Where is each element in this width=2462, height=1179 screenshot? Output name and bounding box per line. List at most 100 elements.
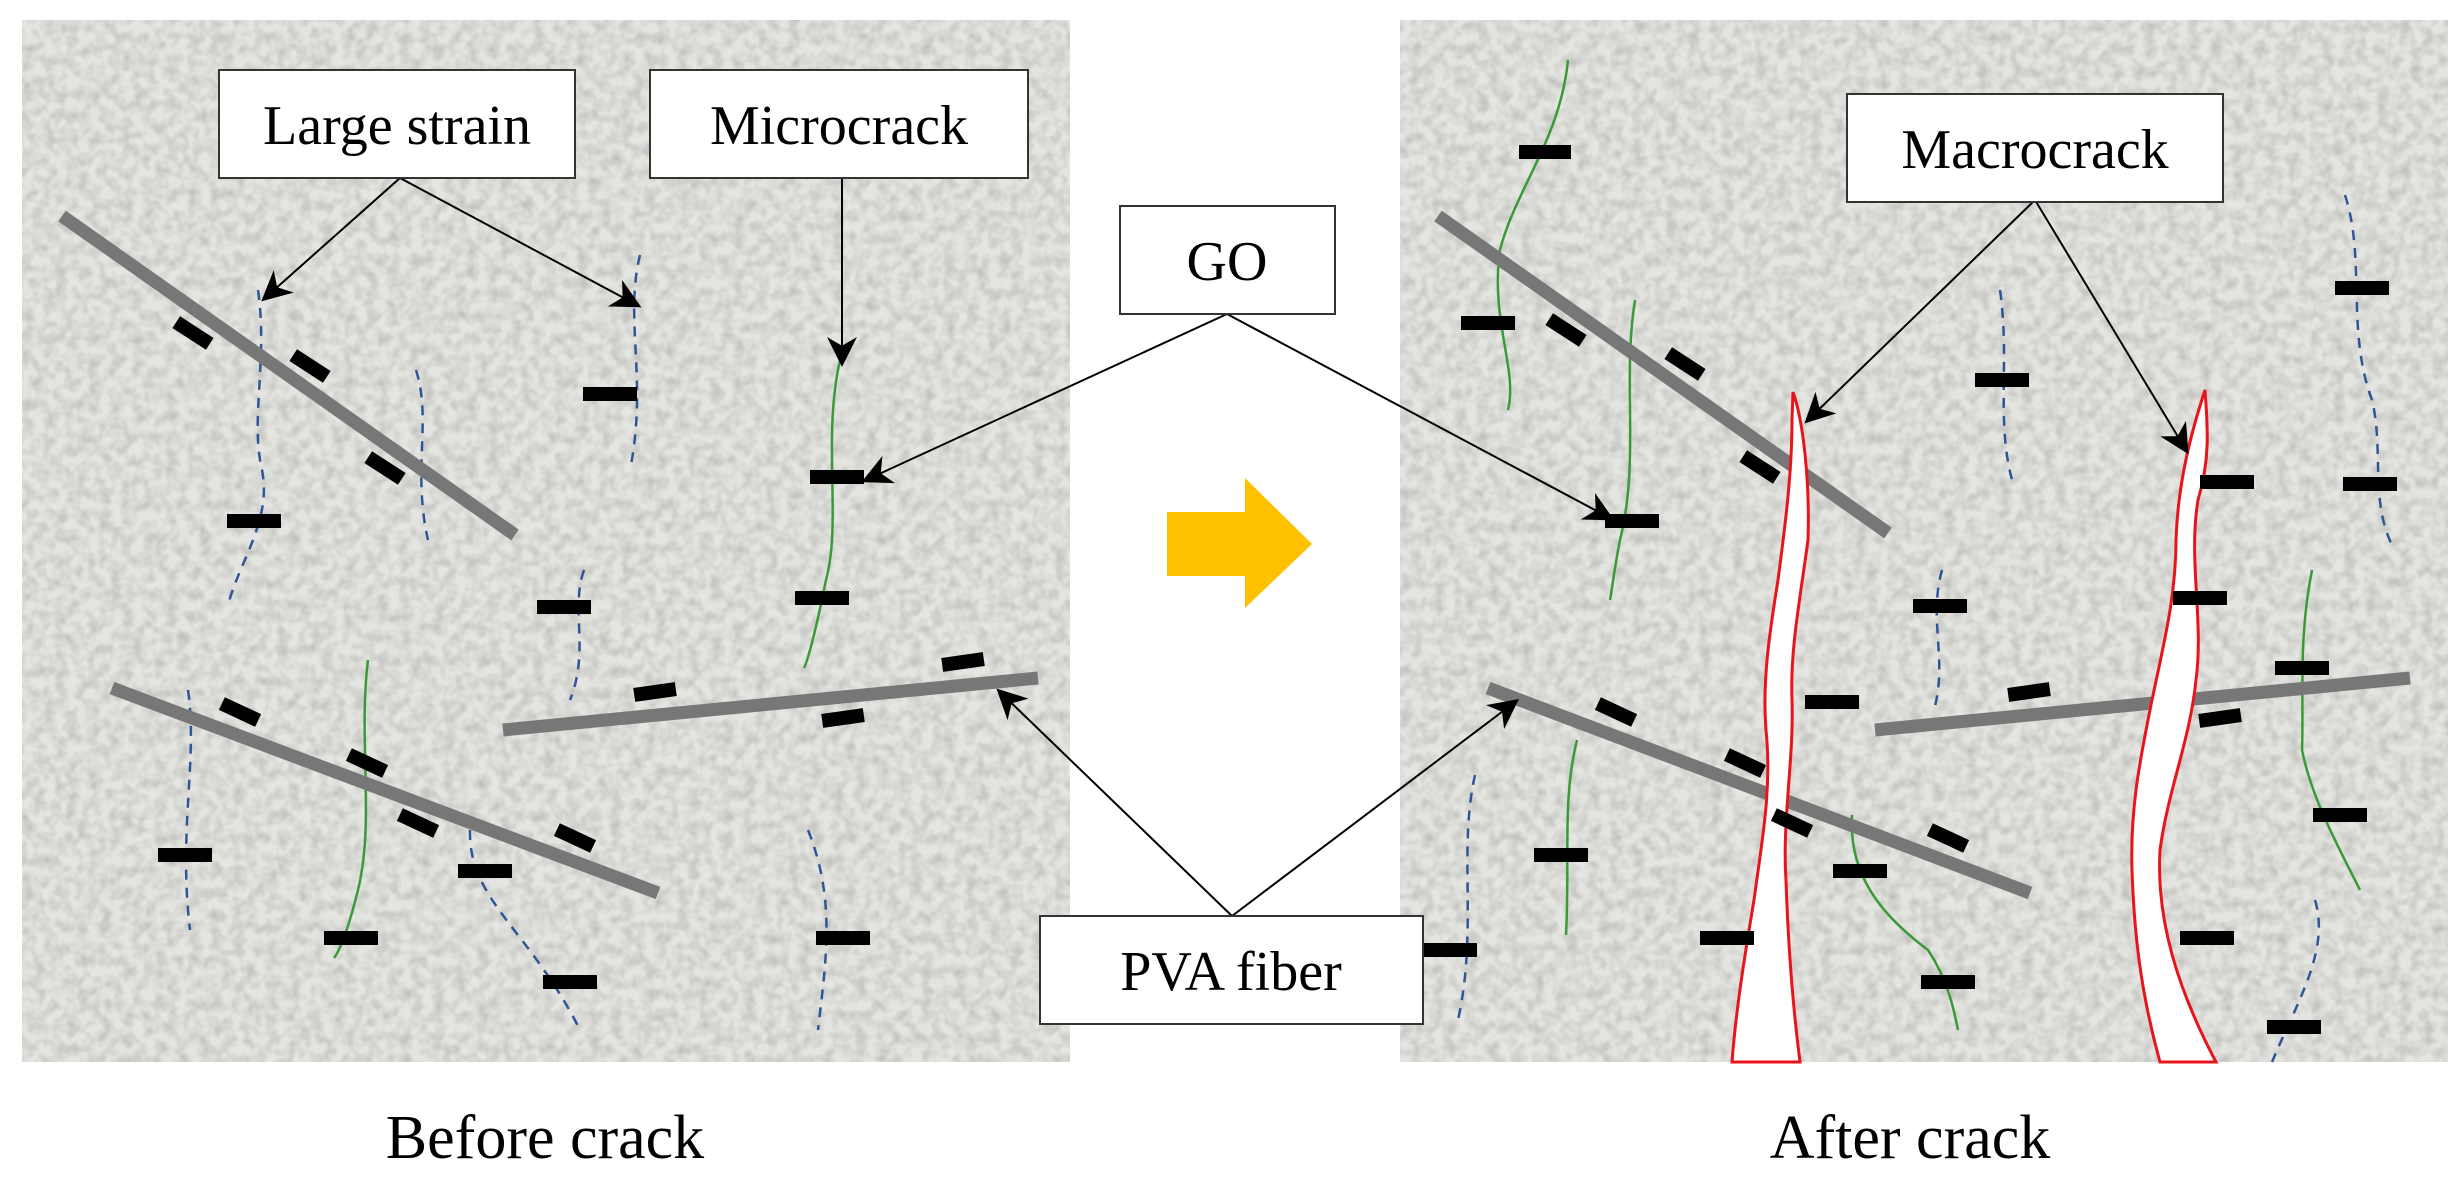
macrocrack-leader — [2034, 199, 2189, 455]
right-arrow-icon — [1167, 478, 1312, 608]
go-leader — [861, 313, 1228, 484]
large-strain-line — [1456, 774, 1477, 1021]
go-platelet — [2267, 1020, 2321, 1034]
label-pva-fiber-text: PVA fiber — [1120, 941, 1342, 1003]
go-platelet — [2200, 475, 2254, 489]
pva-fiber — [1485, 681, 2033, 900]
go-platelet — [1926, 823, 1970, 853]
microcrack-line — [1850, 814, 1960, 1031]
label-macrocrack-text: Macrocrack — [1901, 119, 2168, 181]
go-platelet — [583, 387, 637, 401]
go-platelet — [1723, 748, 1767, 778]
go-platelet — [1913, 599, 1967, 613]
go-platelets — [1423, 145, 2397, 1034]
go-platelets — [158, 316, 985, 989]
go-platelet — [1545, 313, 1587, 347]
go-platelet — [172, 316, 214, 350]
macrocrack — [1730, 391, 1810, 1064]
microcrack-line — [802, 359, 842, 669]
large-strain-line — [568, 569, 586, 701]
go-platelet — [553, 823, 597, 853]
label-box — [218, 69, 576, 179]
go-platelet — [2313, 808, 2367, 822]
macrocrack-leader — [1804, 199, 2036, 424]
go-platelet — [289, 349, 331, 383]
go-platelet — [2275, 661, 2329, 675]
leader-arrows — [261, 177, 2189, 917]
large-strain-line — [2343, 194, 2394, 546]
go-platelet — [364, 451, 406, 485]
pva-fibers — [58, 210, 1039, 900]
go-platelet — [1805, 695, 1859, 709]
go-platelet — [1461, 316, 1515, 330]
label-large-strain: Large strain — [218, 69, 576, 179]
matrix-texture — [22, 20, 1070, 1062]
large-strain-leader — [399, 177, 642, 308]
go-platelet — [821, 708, 865, 728]
large-strain-line — [2270, 899, 2320, 1063]
microcrack-line — [1496, 59, 1570, 411]
go-platelet — [2198, 708, 2242, 728]
go-platelet — [2343, 477, 2397, 491]
go-platelet — [1534, 848, 1588, 862]
pva-fiber-leader — [1231, 698, 1519, 917]
go-platelet — [1664, 347, 1706, 381]
go-platelet — [1833, 864, 1887, 878]
go-platelet — [1975, 373, 2029, 387]
before-crack-panel — [22, 20, 1070, 1062]
pva-fiber — [58, 210, 519, 541]
go-platelet — [633, 682, 677, 702]
pva-fiber — [502, 671, 1039, 737]
label-box — [649, 69, 1029, 179]
label-microcrack-text: Microcrack — [710, 95, 968, 157]
macrocracks — [1730, 389, 2219, 1064]
go-platelet — [795, 591, 849, 605]
large-strain-line — [628, 254, 642, 471]
label-large-strain-text: Large strain — [263, 95, 531, 157]
label-go: GO — [1119, 205, 1336, 315]
go-platelet — [543, 975, 597, 989]
go-platelet — [2335, 281, 2389, 295]
pva-fiber — [1434, 210, 1892, 539]
go-platelet — [1594, 697, 1638, 727]
go-leader — [1226, 313, 1615, 521]
large-strain-line — [414, 369, 430, 541]
go-platelet — [458, 864, 512, 878]
go-platelet — [345, 748, 389, 778]
pva-fibers — [1434, 210, 2411, 900]
go-platelet — [158, 848, 212, 862]
label-box — [1119, 205, 1336, 315]
label-box — [1039, 915, 1424, 1025]
go-platelet — [2007, 682, 2051, 702]
go-platelet — [810, 470, 864, 484]
pva-fiber-leader — [996, 688, 1233, 917]
large-strain-lines — [1456, 194, 2394, 1063]
large-strain-leader — [261, 177, 401, 302]
large-strain-line — [468, 829, 582, 1031]
go-platelet — [941, 652, 985, 672]
go-platelet — [1770, 808, 1814, 838]
go-platelet — [1739, 450, 1781, 484]
go-platelet — [1605, 514, 1659, 528]
caption-after-crack: After crack — [1770, 1104, 2051, 1172]
pva-fiber — [109, 681, 661, 900]
label-microcrack: Microcrack — [649, 69, 1029, 179]
microcrack-line — [1564, 739, 1579, 936]
go-platelet — [2173, 591, 2227, 605]
macrocrack — [2130, 389, 2219, 1064]
go-platelet — [1700, 931, 1754, 945]
go-platelet — [218, 697, 262, 727]
go-platelet — [324, 931, 378, 945]
microcrack-line — [2300, 569, 2362, 891]
go-platelet — [816, 931, 870, 945]
go-platelet — [1519, 145, 1571, 159]
label-go-text: GO — [1187, 231, 1268, 293]
label-box — [1846, 93, 2224, 203]
large-strain-line — [806, 829, 828, 1031]
go-platelet — [537, 600, 591, 614]
label-macrocrack: Macrocrack — [1846, 93, 2224, 203]
go-platelet — [227, 514, 281, 528]
go-platelet — [1423, 943, 1477, 957]
large-strain-line — [1998, 289, 2014, 481]
